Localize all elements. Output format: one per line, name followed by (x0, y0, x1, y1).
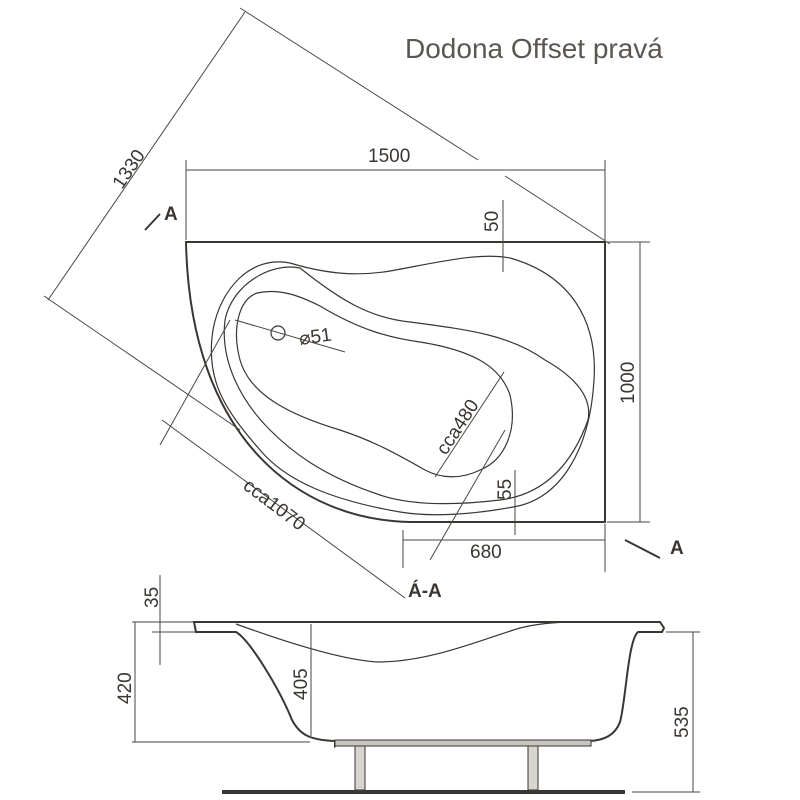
section-mark-left: A (164, 204, 178, 225)
rim-thickness-label: 35 (142, 587, 163, 608)
tub-outline (184, 241, 606, 523)
inner-contour (223, 266, 590, 505)
offset-label: 680 (470, 542, 502, 563)
drain-label: ⌀51 (298, 325, 333, 350)
diagonal-dimension-line (47, 11, 246, 301)
depth-label-side: 405 (291, 668, 312, 700)
diagonal-label: 1330 (109, 146, 150, 193)
front-length-label: cca1070 (239, 475, 309, 535)
drain-leader (234, 319, 346, 353)
basin-contour (235, 290, 513, 478)
front-length-dimension-line (161, 419, 406, 599)
side-view: Á-A 35 420 405 535 (115, 575, 700, 794)
width-label: 1500 (368, 146, 410, 167)
tub-section-outline (192, 621, 666, 749)
depth-label: 1000 (618, 362, 639, 404)
drawing-title: Dodona Offset pravá (405, 33, 663, 64)
leg-right (527, 745, 539, 791)
basin-width-dimension-line (434, 371, 505, 478)
total-height-label: 535 (672, 706, 693, 738)
basin-width-label: cca480 (433, 396, 484, 459)
rim-back-label: 50 (482, 211, 503, 232)
rim-front-label: 55 (495, 479, 516, 500)
drain-icon (270, 325, 286, 341)
inner-wave-contour (235, 621, 576, 663)
leg-left (354, 745, 366, 791)
section-mark-right: A (670, 538, 684, 559)
rim-contour (210, 255, 595, 516)
section-label: Á-A (408, 580, 442, 602)
top-view: ⌀51 1500 1000 1330 cca1070 cca480 50 55 (43, 7, 684, 599)
leg-frame (334, 739, 592, 747)
height-label: 420 (115, 672, 136, 704)
